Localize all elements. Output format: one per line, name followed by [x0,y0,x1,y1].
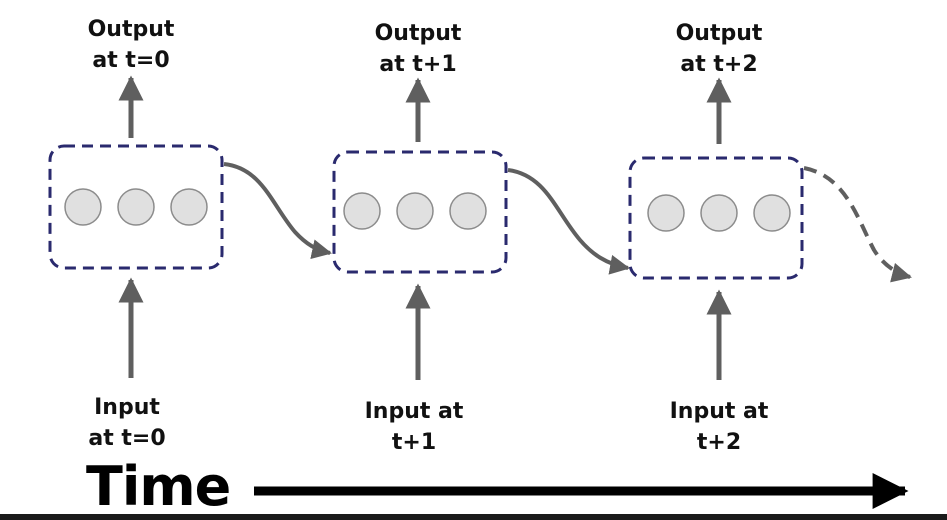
neuron-node [700,194,738,232]
neuron-node [343,192,381,230]
output-label-t1: Output at t+1 [375,18,462,80]
rnn-cell-box-t1 [332,150,508,274]
input-label-t2: Input at t+2 [670,396,769,458]
output-label-t2: Output at t+2 [676,18,763,80]
rnn-cell-box-t0 [48,144,224,270]
input-label-t1: Input at t+1 [365,396,464,458]
input-label-line1: Input [94,395,160,420]
neuron-node [753,194,791,232]
output-label-line1: Output [87,17,175,42]
output-label-line1: Output [675,21,763,46]
bottom-divider [0,514,947,520]
time-label: Time [86,455,231,518]
neuron-node [396,192,434,230]
neuron-node [449,192,487,230]
input-label-line2: t+2 [696,430,742,455]
output-label-line2: at t+1 [379,52,457,77]
recurrent-arrow-t1-t2 [507,168,630,275]
output-label-line2: at t+2 [680,52,758,77]
input-label-line2: at t=0 [88,426,166,451]
input-label-t0: Input at t=0 [88,392,165,454]
input-label-line1: Input at [364,399,464,424]
input-label-line1: Input at [669,399,769,424]
input-label-line2: t+1 [391,430,437,455]
neuron-node [117,188,155,226]
output-label-line1: Output [374,21,462,46]
recurrent-arrow-t2-next [803,166,912,283]
neuron-node [170,188,208,226]
neuron-node [647,194,685,232]
recurrent-arrow-t0-t1 [223,162,332,260]
output-label-t0: Output at t=0 [88,14,175,76]
rnn-cell-box-t2 [628,156,804,280]
neuron-node [64,188,102,226]
output-label-line2: at t=0 [92,48,170,73]
